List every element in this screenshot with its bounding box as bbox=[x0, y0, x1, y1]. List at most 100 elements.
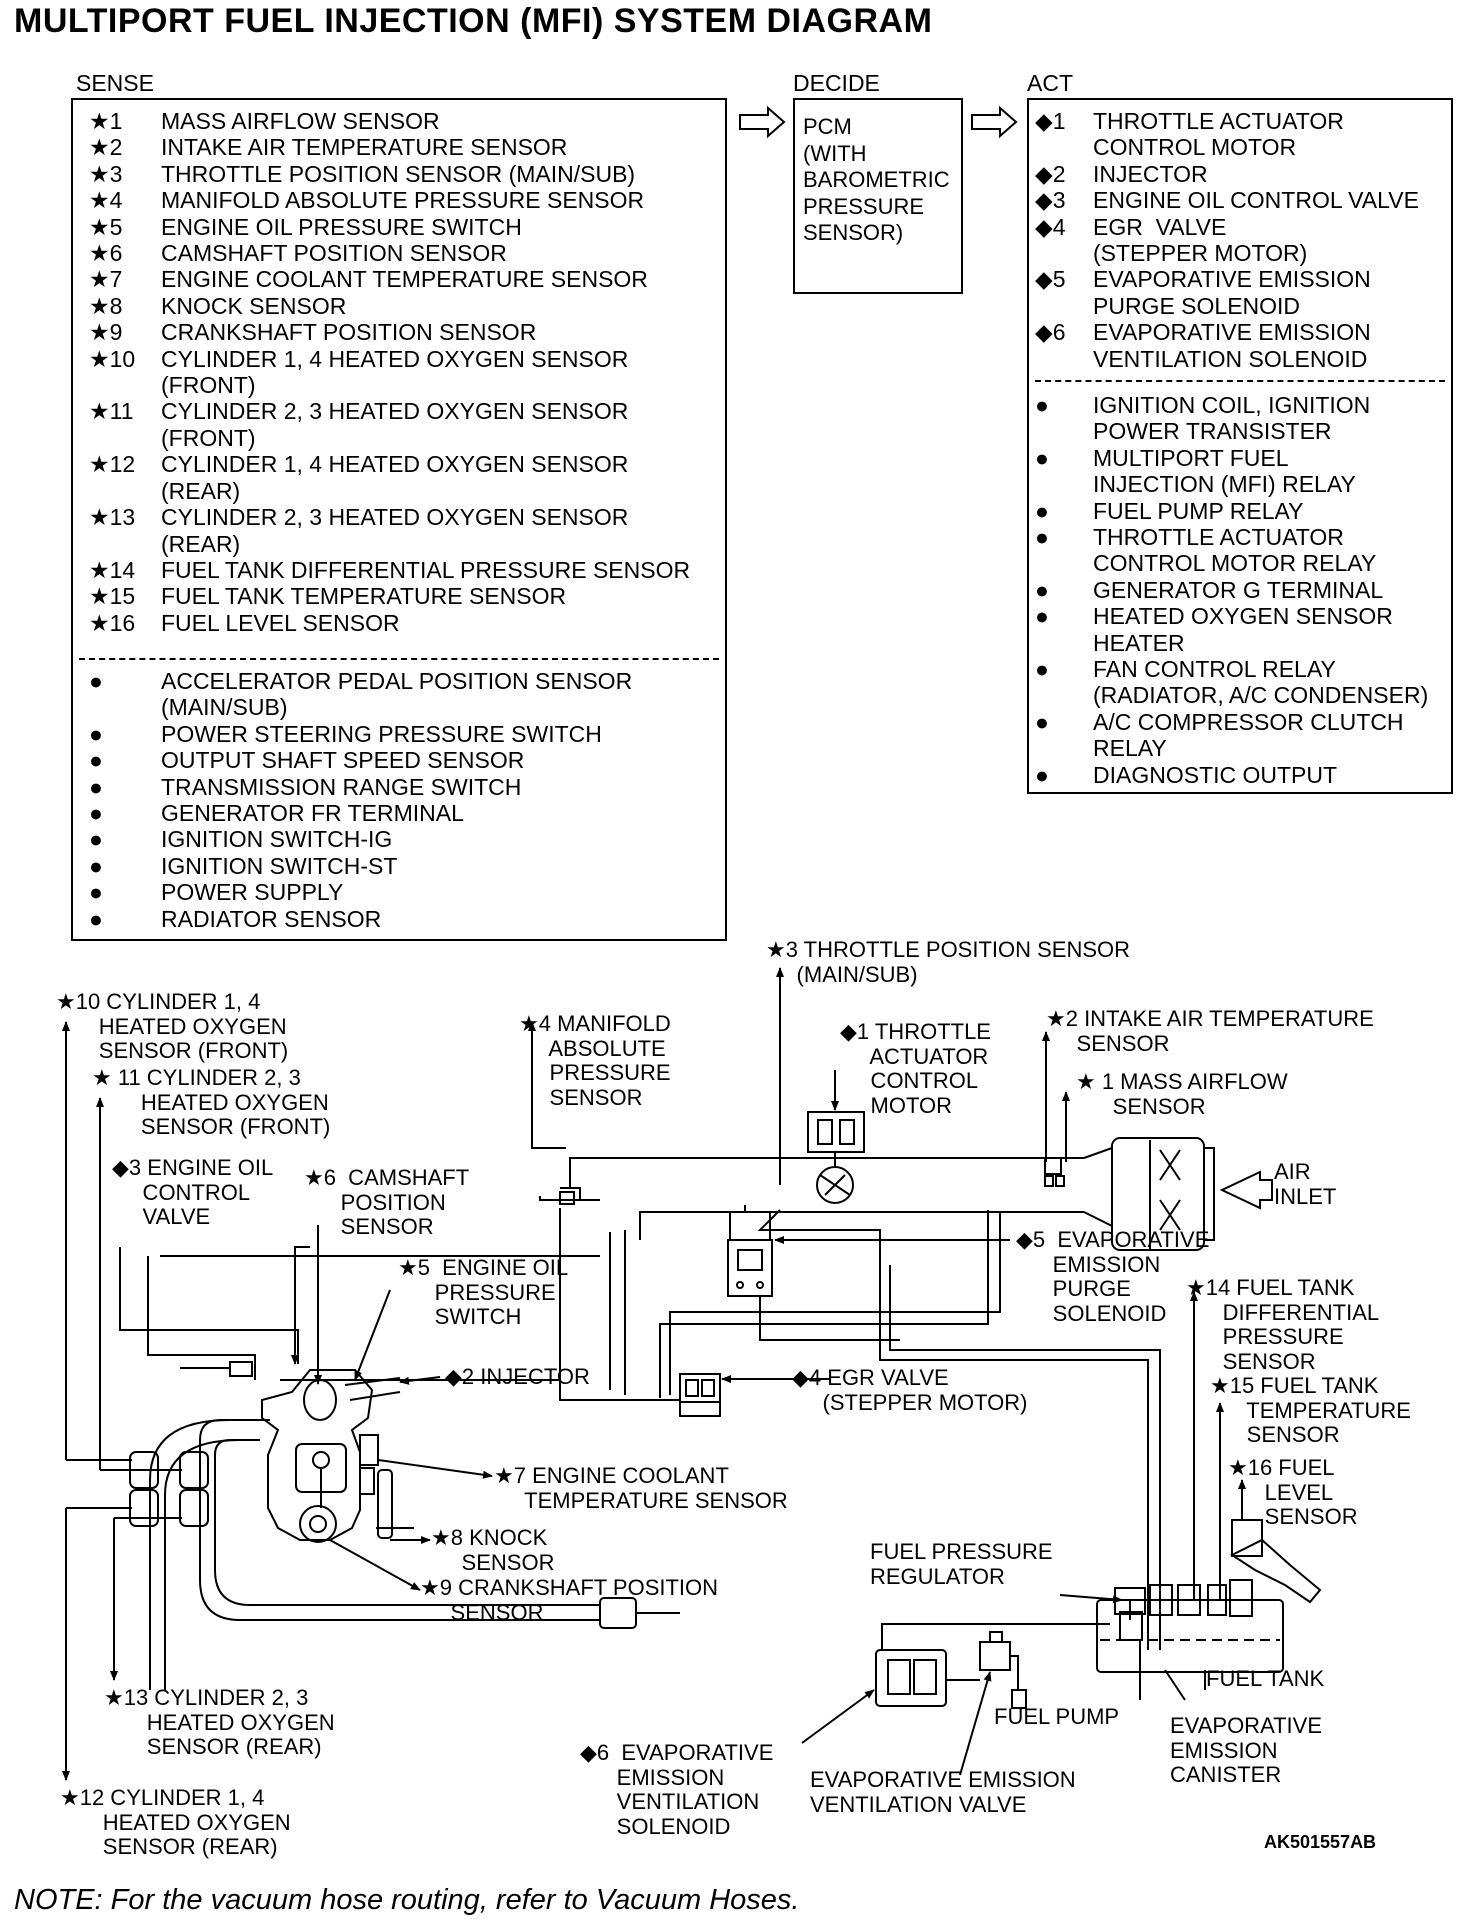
label-injector: ◆2 INJECTOR bbox=[445, 1364, 590, 1389]
label-ho2s-cyl23-front: ★ 11 CYLINDER 2, 3 HEATED OXYGEN SENSOR … bbox=[92, 1065, 331, 1139]
bullet-icon: ● bbox=[1035, 576, 1049, 603]
list-item: ★7 ENGINE COOLANT TEMPERATURE SENSOR bbox=[73, 266, 725, 292]
item-marker: ★7 bbox=[89, 266, 123, 293]
item-marker: ★8 bbox=[89, 292, 123, 319]
page-title: MULTIPORT FUEL INJECTION (MFI) SYSTEM DI… bbox=[14, 2, 933, 40]
list-item: ●MULTIPORT FUEL INJECTION (MFI) RELAY bbox=[1029, 445, 1451, 498]
item-marker: ★2 bbox=[89, 134, 123, 161]
bullet-icon: ● bbox=[1035, 444, 1049, 471]
item-text: CYLINDER 2, 3 HEATED OXYGEN SENSOR (REAR… bbox=[161, 504, 629, 557]
label-air-inlet: AIR INLET bbox=[1274, 1159, 1337, 1209]
list-item: ●RADIATOR SENSOR bbox=[73, 906, 725, 932]
item-text: KNOCK SENSOR bbox=[161, 292, 347, 319]
list-item: ◆6 EVAPORATIVE EMISSION VENTILATION SOLEN… bbox=[1029, 319, 1451, 372]
label-fuel-tank-temperature-sensor: ★15 FUEL TANK TEMPERATURE SENSOR bbox=[1210, 1373, 1411, 1447]
item-text: CYLINDER 1, 4 HEATED OXYGEN SENSOR (REAR… bbox=[161, 451, 629, 504]
item-marker: ◆2 bbox=[1035, 160, 1066, 187]
item-marker: ★14 bbox=[89, 556, 136, 583]
label-ho2s-cyl14-front: ★10 CYLINDER 1, 4 HEATED OXYGEN SENSOR (… bbox=[56, 989, 289, 1063]
item-text: OUTPUT SHAFT SPEED SENSOR bbox=[161, 747, 525, 774]
label-fuel-pump: FUEL PUMP bbox=[994, 1704, 1120, 1729]
item-marker: ★10 bbox=[89, 345, 136, 372]
list-item: ●HEATED OXYGEN SENSOR HEATER bbox=[1029, 603, 1451, 656]
air-inlet-arrow bbox=[1219, 1170, 1273, 1210]
bullet-icon: ● bbox=[89, 879, 103, 906]
label-fuel-tank: FUEL TANK bbox=[1206, 1666, 1325, 1691]
item-marker: ★15 bbox=[89, 583, 136, 610]
item-text: POWER SUPPLY bbox=[161, 879, 344, 906]
list-item: ● GENERATOR G TERMINAL bbox=[1029, 577, 1451, 603]
item-text: EVAPORATIVE EMISSION PURGE SOLENOID bbox=[1093, 266, 1371, 319]
sense-to-decide-arrow bbox=[739, 105, 786, 139]
item-text: ACCELERATOR PEDAL POSITION SENSOR (MAIN/… bbox=[161, 668, 633, 721]
list-item: ●OUTPUT SHAFT SPEED SENSOR bbox=[73, 747, 725, 773]
list-item: ●ACCELERATOR PEDAL POSITION SENSOR (MAIN… bbox=[73, 668, 725, 721]
item-text: HEATED OXYGEN SENSOR HEATER bbox=[1093, 603, 1393, 656]
list-item: ★14 FUEL TANK DIFFERENTIAL PRESSURE SENSO… bbox=[73, 557, 725, 583]
bullet-icon: ● bbox=[89, 905, 103, 932]
exhaust-pipes bbox=[129, 1419, 680, 1690]
item-marker: ★9 bbox=[89, 319, 123, 346]
bullet-icon: ● bbox=[1035, 392, 1049, 418]
act-divider bbox=[1035, 380, 1445, 382]
item-marker: ★3 bbox=[89, 160, 123, 187]
item-marker: ★1 bbox=[89, 108, 123, 134]
label-mass-airflow-sensor: ★ 1 MASS AIRFLOW SENSOR bbox=[1076, 1069, 1288, 1119]
sense-other-list: ● ACCELERATOR PEDAL POSITION SENSOR (MAIN… bbox=[73, 668, 725, 932]
sense-divider bbox=[79, 658, 719, 660]
item-text: ENGINE COOLANT TEMPERATURE SENSOR bbox=[161, 266, 648, 293]
footnote: NOTE: For the vacuum hose routing, refer… bbox=[14, 1884, 800, 1916]
label-evaporative-emission-canister: EVAPORATIVE EMISSION CANISTER bbox=[1170, 1713, 1323, 1787]
bullet-icon: ● bbox=[1035, 524, 1049, 551]
label-ho2s-cyl23-rear: ★13 CYLINDER 2, 3 HEATED OXYGEN SENSOR (… bbox=[104, 1685, 335, 1759]
purge-solenoid bbox=[727, 1205, 773, 1297]
label-camshaft-position-sensor: ★6 CAMSHAFT POSITION SENSOR bbox=[304, 1165, 470, 1239]
label-throttle-actuator-control-motor: ◆1 THROTTLE ACTUATOR CONTROL MOTOR bbox=[840, 1019, 991, 1118]
item-marker: ★5 bbox=[89, 213, 123, 240]
label-fuel-level-sensor: ★16 FUEL LEVEL SENSOR bbox=[1228, 1455, 1358, 1529]
item-text: EVAPORATIVE EMISSION VENTILATION SOLENOI… bbox=[1093, 319, 1371, 372]
item-text: FUEL TANK DIFFERENTIAL PRESSURE SENSOR bbox=[161, 556, 691, 583]
item-marker: ★12 bbox=[89, 451, 136, 478]
item-text: GENERATOR G TERMINAL bbox=[1093, 576, 1384, 603]
item-text: DIAGNOSTIC OUTPUT bbox=[1093, 761, 1338, 788]
item-marker: ★6 bbox=[89, 240, 123, 267]
list-item: ●FUEL PUMP RELAY bbox=[1029, 498, 1451, 524]
item-text: FAN CONTROL RELAY (RADIATOR, A/C CONDENS… bbox=[1093, 656, 1429, 709]
label-throttle-position-sensor: ★3 THROTTLE POSITION SENSOR (MAIN/SUB) bbox=[766, 937, 1131, 987]
item-text: FUEL LEVEL SENSOR bbox=[161, 609, 400, 636]
bullet-icon: ● bbox=[1035, 656, 1049, 683]
item-text: THROTTLE ACTUATOR CONTROL MOTOR bbox=[1093, 108, 1344, 161]
list-item: ★12 CYLINDER 1, 4 HEATED OXYGEN SENSOR (R… bbox=[73, 451, 725, 504]
item-text: THROTTLE ACTUATOR CONTROL MOTOR RELAY bbox=[1093, 524, 1377, 577]
item-text: TRANSMISSION RANGE SWITCH bbox=[161, 773, 522, 800]
act-other-list: ●IGNITION COIL, IGNITION POWER TRANSISTE… bbox=[1029, 392, 1451, 788]
item-marker: ◆6 bbox=[1035, 319, 1066, 346]
item-text: MANIFOLD ABSOLUTE PRESSURE SENSOR bbox=[161, 187, 645, 214]
label-fuel-pressure-regulator: FUEL PRESSURE REGULATOR bbox=[870, 1539, 1053, 1589]
ventilation-solenoid bbox=[875, 1623, 1110, 1707]
label-evap-purge-solenoid: ◆5 EVAPORATIVE EMISSION PURGE SOLENOID bbox=[1016, 1227, 1210, 1326]
item-marker: ◆4 bbox=[1035, 213, 1066, 240]
list-item: ●IGNITION SWITCH-IG bbox=[73, 826, 725, 852]
sense-other-items: ● ACCELERATOR PEDAL POSITION SENSOR (MAIN… bbox=[73, 668, 725, 932]
hose-lines bbox=[147, 1208, 1161, 1650]
act-other-items: ●IGNITION COIL, IGNITION POWER TRANSISTE… bbox=[1029, 392, 1451, 788]
list-item: ●IGNITION SWITCH-ST bbox=[73, 853, 725, 879]
leader-lines bbox=[62, 967, 1246, 1781]
decide-header: DECIDE bbox=[793, 70, 880, 96]
item-text: INJECTOR bbox=[1093, 160, 1208, 187]
label-crankshaft-position-sensor: ★9 CRANKSHAFT POSITION SENSOR bbox=[420, 1575, 719, 1625]
